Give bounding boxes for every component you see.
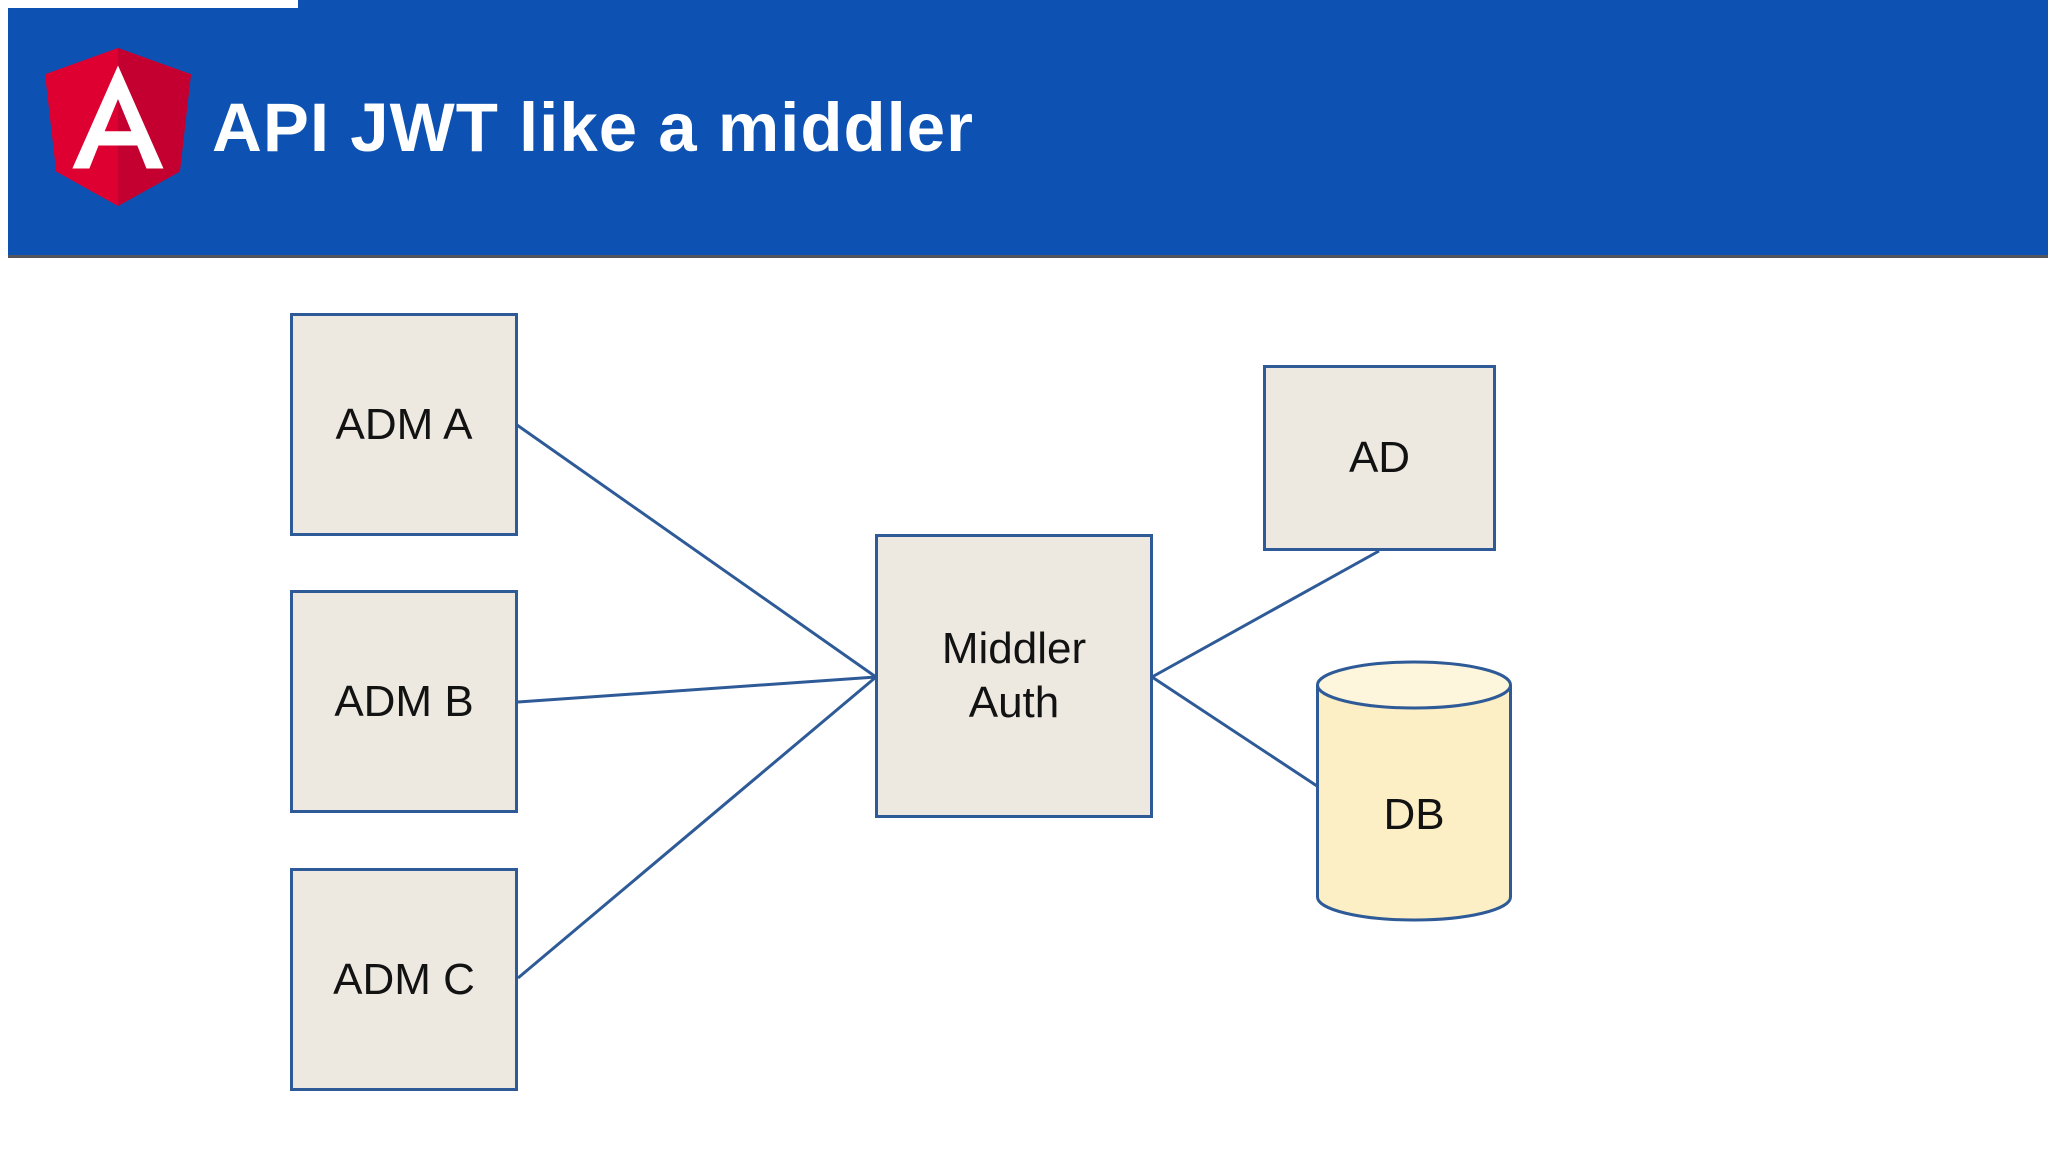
node-middler-auth: Middler Auth <box>875 534 1153 818</box>
node-label: Middler Auth <box>941 624 1087 727</box>
node-ad: AD <box>1263 365 1496 551</box>
edge-middler-auth-to-ad <box>1151 549 1380 679</box>
header-banner: API JWT like a middler <box>0 0 2048 258</box>
edge-adm-b-to-middler-auth <box>517 675 877 704</box>
frame-notch-left <box>0 0 8 258</box>
node-label: ADM B <box>334 676 474 726</box>
node-label: ADM C <box>333 954 475 1004</box>
node-label: AD <box>1348 433 1411 483</box>
node-label: DB <box>1383 789 1445 839</box>
node-adm-c: ADM C <box>290 868 518 1091</box>
node-adm-b: ADM B <box>290 590 518 813</box>
node-adm-a: ADM A <box>290 313 518 536</box>
angular-logo-icon <box>45 48 191 206</box>
node-db: DB <box>1315 660 1513 923</box>
edge-middler-auth-to-db <box>1151 675 1318 788</box>
edge-adm-c-to-middler-auth <box>517 675 877 980</box>
edge-adm-a-to-middler-auth <box>516 423 877 679</box>
database-cylinder-icon <box>1316 660 1512 922</box>
frame-notch-top <box>0 0 298 8</box>
page-title: API JWT like a middler <box>212 89 975 166</box>
node-label: ADM A <box>335 399 473 449</box>
